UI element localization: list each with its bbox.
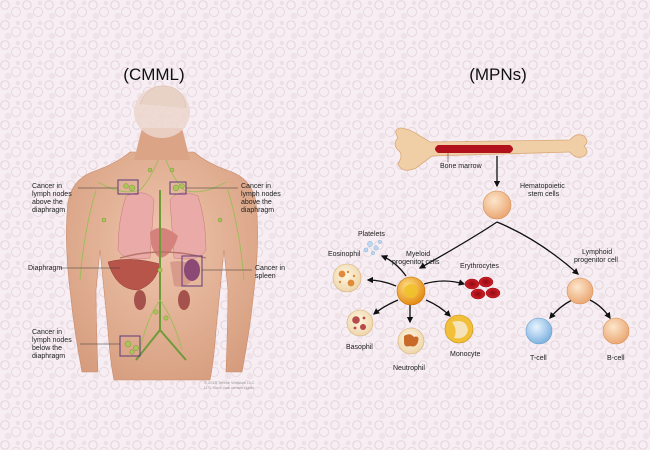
label-myeloid: Myeloid progenitor cells [392,251,440,266]
label-lymph-above-right: Cancer in lymph nodes above the diaphrag… [241,183,283,214]
b-cell [602,317,630,345]
spleen [184,259,200,281]
lymph-nodes [101,167,223,355]
bone [394,127,588,171]
label-basophil: Basophil [346,344,373,351]
illustration-credit: © 2010 Terese Winslow LLC U.S. Govt. has… [204,380,256,390]
callout-box-below [119,335,141,357]
stem-cell [482,190,512,220]
label-neutrophil: Neutrophil [393,365,425,372]
arrow-stem-to-lymphoid [496,221,579,275]
label-eosinophil: Eosinophil [328,251,361,258]
neutrophil-nucleus [404,334,419,347]
leader-lines [60,187,252,345]
bone-marrow [435,145,513,153]
lymph-vessels [79,159,245,351]
mpn-panel: (MPNs) Bone marrow Hematopoietic stem [328,65,630,372]
cmml-title: (CMML) [123,65,184,84]
erythrocytes [464,276,501,300]
label-lymph-above-left: Cancer in lymph nodes above the diaphrag… [32,183,74,214]
skull-outline [139,85,187,109]
label-erythrocytes: Erythrocytes [460,263,499,270]
heart [150,227,178,258]
label-diaphragm: Diaphragm [28,265,62,272]
right-kidney [178,290,190,310]
lymphoid-progenitor-cell [566,277,594,305]
callout-box-above-left [117,179,139,195]
right-lung [169,192,207,260]
eosinophil-cell [332,263,362,293]
torso [66,151,258,381]
left-kidney [134,290,146,310]
arrow-to-monocyte [425,299,451,317]
arrow-to-erythrocytes [423,279,466,286]
arrow-stem-to-myeloid [418,221,498,269]
monocyte-nucleus [452,321,468,339]
callout-box-spleen [181,255,203,287]
arrow-to-tcell [549,299,573,319]
label-bcell: B-cell [607,355,625,362]
neck [134,128,190,160]
label-lymph-below: Cancer in lymph nodes below the diaphrag… [32,329,74,360]
label-bone-marrow: Bone marrow [440,163,483,170]
t-cell [525,317,553,345]
myeloid-nucleus [404,284,418,298]
platelets [363,239,383,255]
arrows [366,156,611,324]
basophil-cell [346,309,374,337]
liver [107,259,161,291]
label-tcell: T-cell [530,355,547,362]
arrow-to-platelets [380,255,407,277]
arrow-to-eosinophil [366,276,397,287]
arrow-to-basophil [372,299,399,315]
basophil-granules [352,316,366,330]
label-platelets: Platelets [358,231,385,238]
mpn-title: (MPNs) [469,65,527,84]
eosinophil-granules [338,270,356,287]
arrow-to-bcell [589,299,611,320]
label-monocyte: Monocyte [450,351,480,358]
label-spleen: Cancer in spleen [255,265,287,280]
label-stem-cells: Hematopoietic stem cells [520,183,567,198]
cmml-panel: (CMML) [28,65,287,390]
body-figure: © 2010 Terese Winslow LLC U.S. Govt. has… [66,85,258,390]
left-lung [117,192,155,260]
label-lymphoid: Lymphoid progenitor cell [574,249,618,264]
